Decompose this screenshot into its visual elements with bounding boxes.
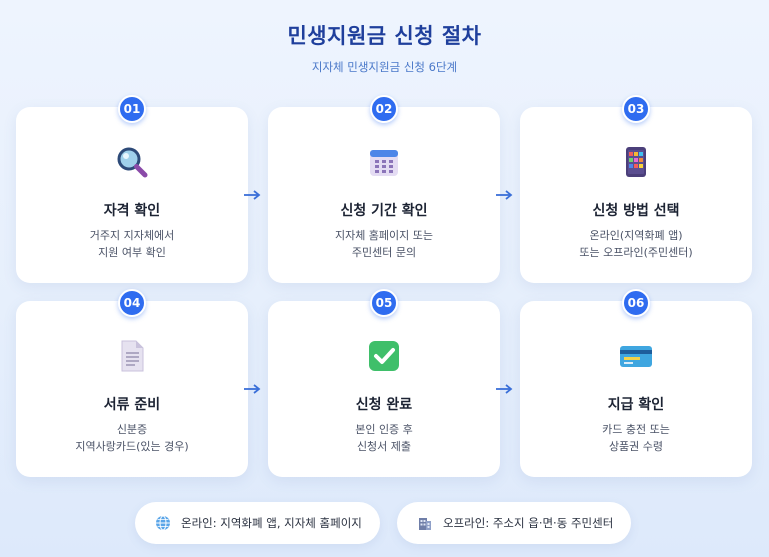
step-description: 본인 인증 후 신청서 제출 — [355, 423, 413, 453]
step-title: 신청 완료 — [355, 397, 413, 413]
step-number-badge: 05 — [370, 289, 398, 317]
step-card-3: 03 신청 방법 선택 온라인(지역화폐 앱) 또는 오프라인(주민센터) — [520, 95, 752, 283]
checkmark-icon — [366, 338, 402, 374]
document-icon — [114, 338, 150, 374]
arrow-right-icon — [242, 189, 262, 201]
step-number-badge: 03 — [622, 95, 650, 123]
step-number-badge: 02 — [370, 95, 398, 123]
globe-icon — [153, 513, 173, 533]
credit-card-icon — [618, 338, 654, 374]
step-description: 거주지 지자체에서 지원 여부 확인 — [89, 229, 175, 259]
building-icon — [415, 513, 435, 533]
offline-info-text: 오프라인: 주소지 읍·면·동 주민센터 — [443, 516, 614, 530]
arrow-right-icon — [242, 383, 262, 395]
step-title: 서류 준비 — [103, 397, 161, 413]
phone-icon — [618, 144, 654, 180]
page-title: 민생지원금 신청 절차 — [287, 24, 482, 48]
calendar-icon — [366, 144, 402, 180]
step-number-badge: 01 — [118, 95, 146, 123]
step-title: 지급 확인 — [607, 397, 665, 413]
step-description: 지자체 홈페이지 또는 주민센터 문의 — [334, 229, 434, 259]
step-card-2: 02 신청 기간 확인 지자체 홈페이지 또는 주민센터 문의 — [268, 95, 500, 283]
offline-info-pill: 오프라인: 주소지 읍·면·동 주민센터 — [397, 502, 632, 544]
step-description: 온라인(지역화폐 앱) 또는 오프라인(주민센터) — [579, 229, 693, 259]
step-card-6: 06 지급 확인 카드 충전 또는 상품권 수령 — [520, 289, 752, 477]
step-card-5: 05 신청 완료 본인 인증 후 신청서 제출 — [268, 289, 500, 477]
step-description: 신분증 지역사랑카드(있는 경우) — [75, 423, 189, 453]
magnifier-icon — [114, 144, 150, 180]
step-title: 신청 기간 확인 — [340, 203, 428, 219]
page-subtitle: 지자체 민생지원금 신청 6단계 — [311, 60, 458, 74]
step-title: 신청 방법 선택 — [592, 203, 680, 219]
step-card-4: 04 서류 준비 신분증 지역사랑카드(있는 경우) — [16, 289, 248, 477]
step-title: 자격 확인 — [103, 203, 161, 219]
step-card-1: 01 자격 확인 거주지 지자체에서 지원 여부 확인 — [16, 95, 248, 283]
online-info-pill: 온라인: 지역화폐 앱, 지자체 홈페이지 — [135, 502, 380, 544]
step-number-badge: 04 — [118, 289, 146, 317]
online-info-text: 온라인: 지역화폐 앱, 지자체 홈페이지 — [181, 516, 362, 530]
arrow-right-icon — [494, 189, 514, 201]
step-number-badge: 06 — [622, 289, 650, 317]
arrow-right-icon — [494, 383, 514, 395]
step-description: 카드 충전 또는 상품권 수령 — [602, 423, 670, 453]
